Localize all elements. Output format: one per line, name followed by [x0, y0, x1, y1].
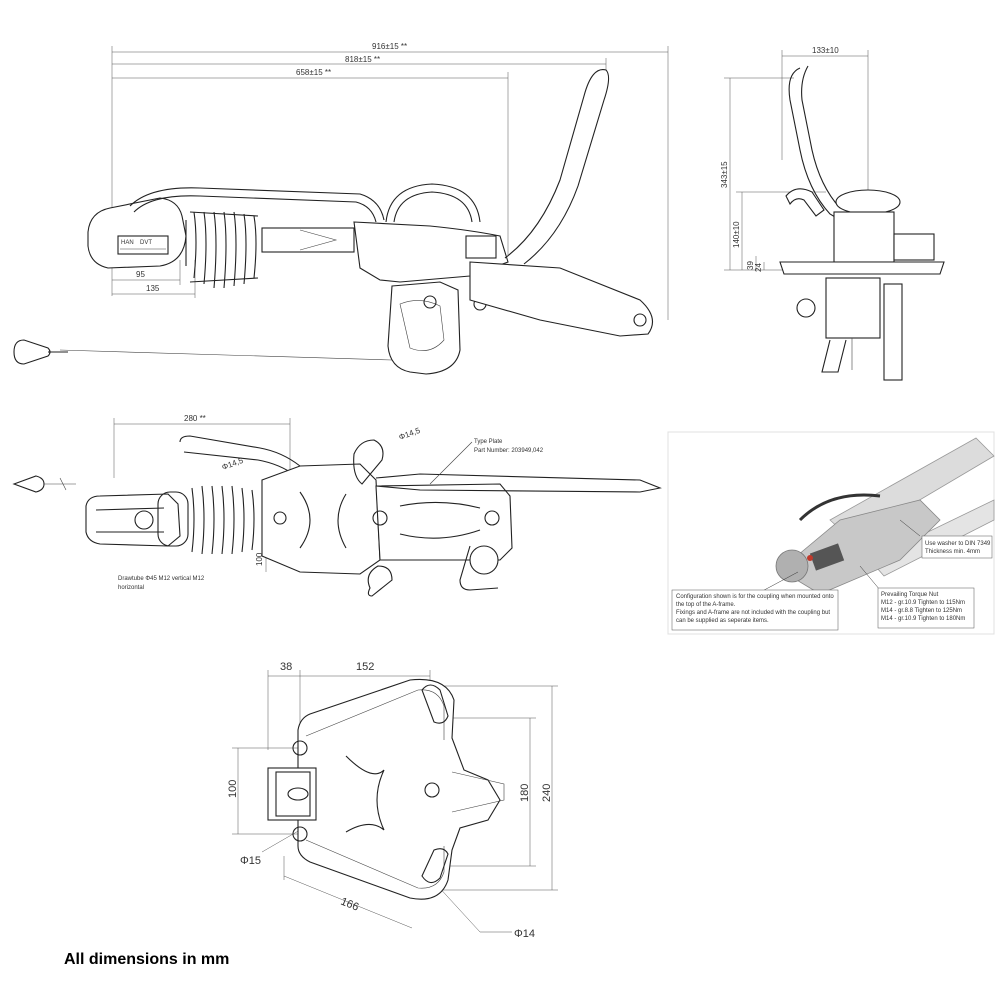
end-housing: [833, 211, 895, 263]
dim-38: 38: [280, 661, 292, 673]
dim-152: 152: [356, 661, 374, 673]
render-coupling-head: [775, 549, 809, 583]
type-plate-label: Type Plate: [474, 439, 503, 445]
bolt-hole-left-top: [292, 740, 308, 756]
dim-phi15: Φ15: [240, 855, 261, 867]
torque-note-3: M14 - gr.8.8 Tighten to 125Nm: [881, 608, 962, 614]
top-ring: [157, 491, 189, 547]
bolt-hole-center: [424, 782, 440, 798]
end-view: 133±10 343±15 140±10 39 24: [720, 46, 945, 381]
top-flange-plate: [261, 463, 381, 575]
config-note-2: the top of the A-frame.: [676, 602, 736, 608]
brake-housing: [387, 281, 461, 375]
top-lever-arm: [375, 473, 662, 493]
dim-658: 658±15 **: [296, 68, 331, 77]
top-body: [375, 483, 513, 561]
washer-note-1: Use washer to DIN 7349: [925, 541, 991, 547]
end-lower-leg: [883, 283, 903, 381]
flange-plate-outline: [297, 678, 501, 900]
dim-180: 180: [519, 784, 531, 802]
flange-v-notch: [345, 755, 385, 833]
washer-note-2: Thickness min. 4mm: [925, 549, 980, 555]
config-note-3: Fixings and A-frame are not included wit…: [676, 610, 830, 616]
dim-39: 39: [746, 261, 755, 270]
flange-view: 38 152 100 180 240 166 Φ15 Φ14: [227, 661, 558, 940]
end-handwheel: [835, 189, 901, 215]
end-bracket-right: [893, 233, 935, 261]
dim-135: 135: [146, 284, 160, 293]
torque-note-1: Prevailing Torque Nut: [881, 592, 939, 598]
torque-note-2: M12 - gr.10.9 Tighten to 115Nm: [881, 600, 965, 606]
drawtube-note-line1: Drawtube Φ45 M12 vertical M12: [118, 576, 205, 582]
flange-tube-block: [267, 767, 317, 821]
top-breakaway-clip: [12, 475, 45, 493]
end-handle-grip: [785, 188, 825, 217]
bolt-hole-left-bottom: [292, 826, 308, 842]
dim-343: 343±15: [720, 161, 729, 188]
dim-100-flange: 100: [227, 780, 239, 798]
dim-24: 24: [754, 263, 763, 272]
drawtube-note-line2: horizontal: [118, 585, 144, 591]
dim-100-top: 100: [255, 552, 264, 566]
type-plate-side: [465, 235, 497, 259]
dim-166: 166: [339, 896, 361, 914]
config-note-4: can be supplied as seperate items.: [676, 618, 769, 624]
handbrake-lever: [504, 68, 610, 265]
badge-line2: DVT: [140, 240, 152, 246]
dim-240: 240: [541, 784, 553, 802]
dim-140: 140±10: [732, 221, 741, 248]
torque-note-4: M14 - gr.10.9 Tighten to 180Nm: [881, 616, 965, 622]
dim-916: 916±15 **: [372, 42, 407, 51]
units-footer-note: All dimensions in mm: [64, 951, 230, 968]
part-number: Part Number: 203949,042: [474, 448, 544, 454]
top-coupling-head: [85, 493, 181, 547]
badge-line1: HAN: [121, 240, 134, 246]
config-note-1: Configuration shown is for the coupling …: [676, 594, 834, 600]
slot-top: [421, 684, 449, 724]
top-view: 280 ** Φ14,5 Φ14,5 100: [12, 414, 662, 597]
handbrake-lever-base: [469, 261, 654, 337]
breakaway-clip: [13, 339, 51, 365]
bellows: [185, 211, 259, 289]
dim-95: 95: [136, 270, 145, 279]
drawtube: [261, 227, 355, 253]
breakaway-cable: [59, 349, 393, 361]
top-bellows: [191, 485, 255, 555]
top-loop-upper: [353, 439, 384, 485]
type-badge: [117, 235, 169, 255]
coupling-head: [87, 197, 187, 269]
dim-phi14: Φ14: [514, 928, 535, 940]
end-lever: [788, 65, 841, 221]
end-flange-plate: [779, 261, 945, 275]
top-wheel: [469, 545, 499, 575]
dim-280: 280 **: [184, 414, 206, 423]
dim-133: 133±10: [812, 46, 839, 55]
dim-phi145a: Φ14,5: [398, 426, 422, 442]
dim-818: 818±15 **: [345, 55, 380, 64]
slot-bottom: [421, 848, 449, 884]
top-loop-lower: [367, 565, 393, 597]
render-panel: Configuration shown is for the coupling …: [667, 431, 995, 635]
side-view: 916±15 ** 818±15 ** 658±15 ** 95 135 HAN…: [13, 42, 669, 375]
end-lower-body: [825, 277, 881, 339]
